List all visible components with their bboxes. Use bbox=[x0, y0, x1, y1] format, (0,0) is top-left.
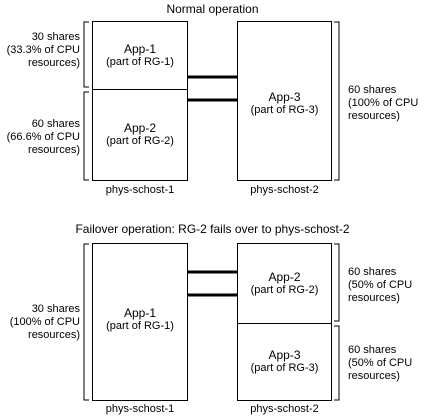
share-line: resources) bbox=[348, 110, 400, 122]
failover-bracket-app1 bbox=[83, 243, 89, 401]
failover-host2-label: phys-schost-2 bbox=[250, 403, 319, 415]
app-name: App-3 bbox=[268, 348, 301, 362]
share-line: 60 shares bbox=[348, 84, 397, 96]
share-line: (50% of CPU bbox=[348, 279, 413, 291]
normal-app3: App-3 (part of RG-3) bbox=[237, 91, 332, 117]
share-line: 60 shares bbox=[348, 344, 397, 356]
normal-share-app3: 60 shares (100% of CPU resources) bbox=[348, 84, 425, 123]
failover-host1-box bbox=[92, 243, 188, 401]
share-line: (33.3% of CPU bbox=[6, 44, 80, 56]
failover-share-app1: 30 shares (100% of CPU resources) bbox=[0, 303, 80, 342]
share-line: 30 shares bbox=[31, 303, 80, 315]
share-line: 60 shares bbox=[348, 266, 397, 278]
normal-share-app1: 30 shares (33.3% of CPU resources) bbox=[0, 31, 80, 70]
app-name: App-3 bbox=[268, 90, 301, 104]
normal-bracket-app3 bbox=[334, 21, 340, 181]
share-line: resources) bbox=[348, 292, 400, 304]
share-line: 60 shares bbox=[31, 118, 80, 130]
normal-host2-box bbox=[237, 21, 332, 181]
normal-host1-divider bbox=[92, 89, 188, 90]
app-name: App-2 bbox=[268, 270, 301, 284]
failover-host2-box bbox=[237, 243, 332, 401]
failover-app2: App-2 (part of RG-2) bbox=[237, 271, 332, 297]
share-line: (100% of CPU bbox=[9, 316, 80, 328]
app-name: App-2 bbox=[123, 121, 157, 135]
normal-host1-box bbox=[92, 21, 188, 181]
failover-app1: App-1 (part of RG-1) bbox=[92, 307, 188, 333]
app-rg: (part of RG-3) bbox=[250, 362, 319, 374]
failover-host1-label: phys-schost-1 bbox=[105, 403, 175, 415]
failover-host2-divider bbox=[237, 323, 332, 324]
failover-app3: App-3 (part of RG-3) bbox=[237, 349, 332, 375]
app-rg: (part of RG-2) bbox=[106, 135, 174, 147]
share-line: resources) bbox=[28, 57, 80, 69]
normal-title: Normal operation bbox=[166, 2, 259, 16]
normal-host1-label: phys-schost-1 bbox=[105, 184, 175, 196]
share-line: resources) bbox=[28, 144, 80, 156]
app-rg: (part of RG-1) bbox=[106, 56, 174, 68]
share-line: (66.6% of CPU bbox=[6, 131, 80, 143]
normal-app2: App-2 (part of RG-2) bbox=[92, 122, 188, 148]
normal-bracket-app2 bbox=[83, 91, 89, 181]
app-name: App-1 bbox=[123, 306, 157, 320]
normal-host2-label: phys-schost-2 bbox=[250, 184, 319, 196]
share-line: 30 shares bbox=[31, 31, 80, 43]
failover-share-app2: 60 shares (50% of CPU resources) bbox=[348, 266, 425, 305]
share-line: (100% of CPU bbox=[348, 97, 419, 109]
normal-bracket-app1 bbox=[83, 21, 89, 88]
normal-app1: App-1 (part of RG-1) bbox=[92, 43, 188, 69]
failover-bracket-app2 bbox=[334, 243, 340, 322]
app-rg: (part of RG-1) bbox=[106, 320, 174, 332]
app-rg: (part of RG-3) bbox=[250, 104, 319, 116]
app-rg: (part of RG-2) bbox=[250, 284, 319, 296]
failover-share-app3: 60 shares (50% of CPU resources) bbox=[348, 344, 425, 383]
share-line: resources) bbox=[348, 370, 400, 382]
share-line: resources) bbox=[28, 329, 80, 341]
failover-bracket-app3 bbox=[334, 325, 340, 401]
app-name: App-1 bbox=[123, 42, 157, 56]
share-line: (50% of CPU bbox=[348, 357, 413, 369]
normal-share-app2: 60 shares (66.6% of CPU resources) bbox=[0, 118, 80, 157]
failover-title: Failover operation: RG-2 fails over to p… bbox=[75, 222, 350, 236]
